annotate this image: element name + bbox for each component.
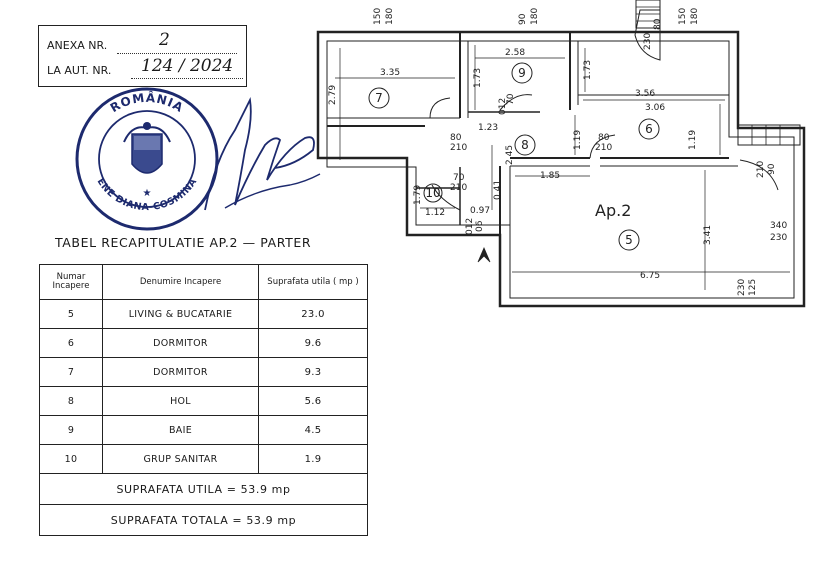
table-row: 9 BAIE 4.5: [39, 415, 368, 445]
dim-3-35: 3.35: [380, 68, 400, 78]
dim-06: 06: [475, 220, 485, 232]
summary-table: Numar Incapere Denumire Incapere Suprafa…: [39, 264, 368, 536]
dim-1-23: 1.23: [478, 123, 498, 133]
row-number: 10: [39, 444, 103, 474]
authorization-label: LA AUT. NR.: [47, 64, 112, 77]
top-180-c: 180: [690, 8, 700, 25]
annex-dotted-line: [117, 53, 237, 54]
stair-80: 80: [653, 18, 663, 30]
table-header-row: Numar Incapere Denumire Incapere Suprafa…: [39, 264, 368, 300]
room-8-number: 8: [521, 138, 529, 152]
dim-1-73-b: 1.73: [583, 60, 593, 80]
aut-dotted-line: [131, 78, 243, 79]
signature: [204, 97, 321, 211]
dim-012-b: 012: [465, 218, 475, 235]
usable-area-total-row: SUPRAFATA UTILA = 53.9 mp: [39, 473, 368, 505]
row-number: 8: [39, 386, 103, 416]
table-row: 5 LIVING & BUCATARIE 23.0: [39, 299, 368, 329]
dim-1-19-a: 1.19: [573, 130, 583, 150]
door-90-r: 90: [767, 163, 777, 175]
top-150-b: 150: [678, 8, 688, 25]
dim-125: 125: [748, 279, 758, 296]
table-row: 8 HOL 5.6: [39, 386, 368, 416]
door-210-b: 210: [595, 143, 612, 153]
usable-area-total: SUPRAFATA UTILA = 53.9 mp: [39, 473, 368, 505]
authorization-number: 124 / 2024: [141, 56, 234, 76]
dim-0-97: 0.97: [470, 206, 490, 216]
row-name: DORMITOR: [102, 357, 259, 387]
annex-number: 2: [159, 30, 170, 50]
top-90: 90: [518, 13, 528, 25]
stair-230: 230: [643, 33, 653, 50]
apartment-label: Ap.2: [595, 201, 631, 220]
door-210-r: 210: [756, 161, 766, 178]
dim-1-19-b: 1.19: [688, 130, 698, 150]
dim-0-41: 0.41: [493, 180, 503, 200]
row-area: 9.6: [258, 328, 368, 358]
dim-1-12: 1.12: [425, 208, 445, 218]
dim-6-75: 6.75: [640, 271, 660, 281]
dim-2-79: 2.79: [328, 85, 338, 105]
top-180-a: 180: [385, 8, 395, 25]
row-name: DORMITOR: [102, 328, 259, 358]
dim-2-45: 2.45: [505, 145, 515, 165]
row-name: LIVING & BUCATARIE: [102, 299, 259, 329]
row-number: 5: [39, 299, 103, 329]
door-230: 230: [770, 233, 787, 243]
dim-012-a: 012: [498, 98, 508, 115]
dim-3-41: 3.41: [703, 225, 713, 245]
dim-1-73-a: 1.73: [473, 68, 483, 88]
row-area: 23.0: [258, 299, 368, 329]
row-number: 7: [39, 357, 103, 387]
row-area: 9.3: [258, 357, 368, 387]
room-5-number: 5: [625, 233, 633, 247]
header-room-number: Numar Incapere: [39, 264, 103, 300]
row-name: BAIE: [102, 415, 259, 445]
door-70: 70: [453, 173, 465, 183]
dim-2-58: 2.58: [505, 48, 525, 58]
entrance-arrow-icon: [477, 246, 491, 263]
dim-3-56: 3.56: [635, 89, 655, 99]
notary-seal: ROMÂNIA ENE DIANA-COSMINA ★: [72, 84, 222, 234]
dim-70: 70: [506, 93, 516, 105]
row-area: 5.6: [258, 386, 368, 416]
header-room-name: Denumire Incapere: [102, 264, 259, 300]
row-name: HOL: [102, 386, 259, 416]
door-80-b: 80: [598, 133, 610, 143]
total-area-row: SUPRAFATA TOTALA = 53.9 mp: [39, 504, 368, 536]
room-10-number: 10: [425, 186, 440, 200]
room-6-number: 6: [645, 122, 653, 136]
row-name: GRUP SANITAR: [102, 444, 259, 474]
door-80-a: 80: [450, 133, 462, 143]
top-150-a: 150: [373, 8, 383, 25]
row-area: 4.5: [258, 415, 368, 445]
top-180-b: 180: [530, 8, 540, 25]
total-area: SUPRAFATA TOTALA = 53.9 mp: [39, 504, 368, 536]
dim-1-79: 1.79: [413, 185, 423, 205]
row-number: 6: [39, 328, 103, 358]
door-210-a: 210: [450, 143, 467, 153]
floor-plan: 7 9 6 8 10 5 Ap.2 3.35 2.79 2.58 1.73 1.…: [316, 0, 806, 308]
header-usable-area: Suprafata utila ( mp ): [258, 264, 368, 300]
row-area: 1.9: [258, 444, 368, 474]
dim-3-06: 3.06: [645, 103, 665, 113]
table-title: TABEL RECAPITULATIE AP.2 — PARTER: [55, 235, 312, 250]
door-210-c: 210: [450, 183, 467, 193]
row-number: 9: [39, 415, 103, 445]
annex-label: ANEXA NR.: [47, 39, 108, 52]
table-row: 10 GRUP SANITAR 1.9: [39, 444, 368, 474]
room-7-number: 7: [375, 91, 383, 105]
table-row: 7 DORMITOR 9.3: [39, 357, 368, 387]
svg-text:★: ★: [143, 188, 152, 199]
dim-230-r: 230: [737, 279, 747, 296]
coat-of-arms-icon: [123, 122, 171, 174]
door-340: 340: [770, 221, 787, 231]
annex-box: ANEXA NR. 2 LA AUT. NR. 124 / 2024: [38, 25, 247, 87]
dim-1-85: 1.85: [540, 171, 560, 181]
room-9-number: 9: [518, 66, 526, 80]
table-row: 6 DORMITOR 9.6: [39, 328, 368, 358]
